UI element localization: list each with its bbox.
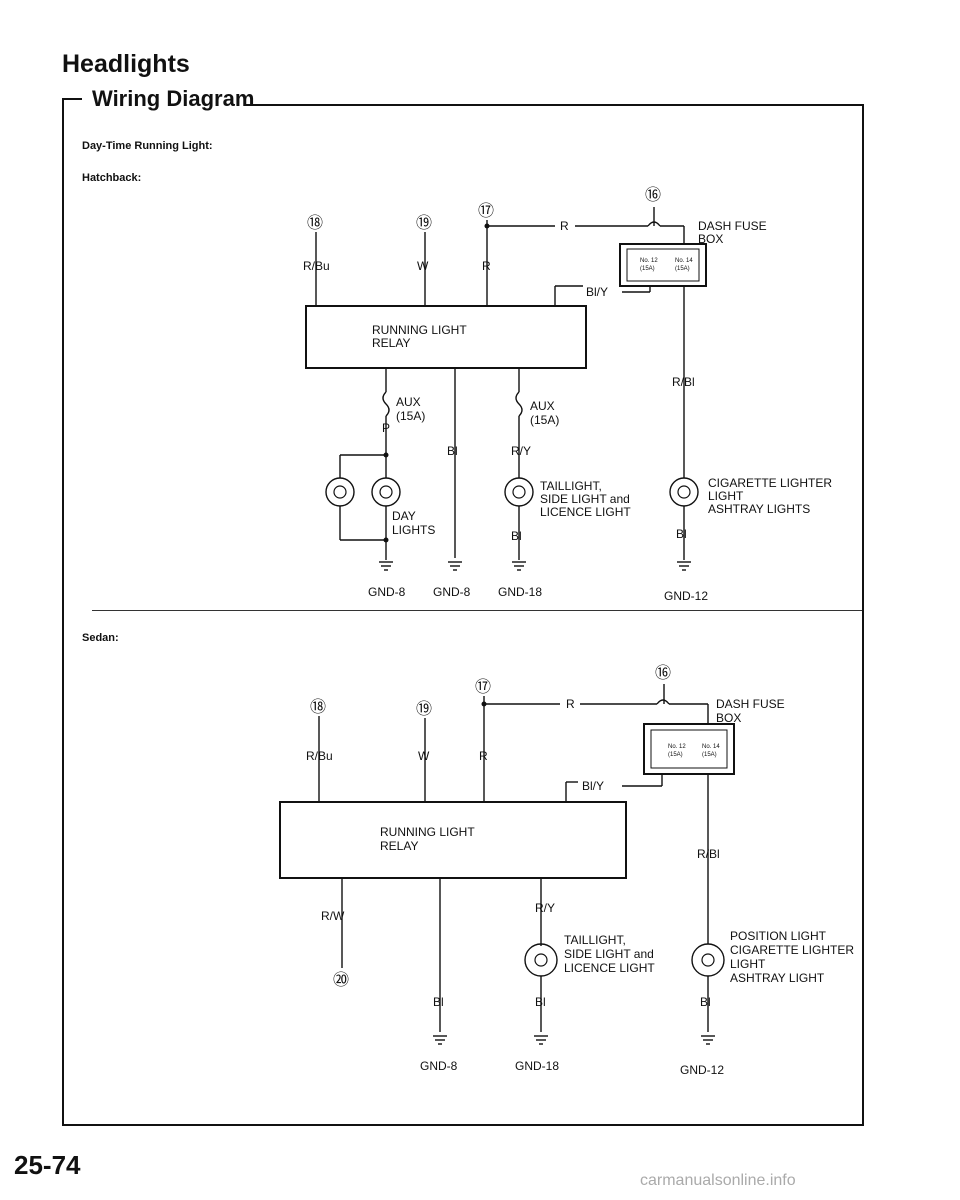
- section-divider: [92, 610, 862, 611]
- page-title: Headlights: [62, 50, 190, 78]
- fuse-box-label: DASH FUSE: [698, 219, 767, 233]
- hatchback-label: Hatchback:: [82, 172, 142, 184]
- wire-label: Bl: [511, 529, 522, 543]
- position-light-label: CIGARETTE LIGHTER: [730, 943, 854, 957]
- page-number: 25-74: [14, 1150, 81, 1180]
- relay-label: RUNNING LIGHT: [380, 825, 475, 839]
- day-lights-label: LIGHTS: [392, 523, 435, 537]
- connector-17: ⑰: [475, 678, 491, 696]
- wire-label: R/Bu: [306, 749, 333, 763]
- fuse-box-label: DASH FUSE: [716, 697, 785, 711]
- wire-label: Bl: [433, 995, 444, 1009]
- taillight-label: LICENCE LIGHT: [540, 505, 631, 519]
- wire-label: Bl: [447, 444, 458, 458]
- taillight-label: TAILLIGHT,: [564, 933, 626, 947]
- wire-label: R/Bl: [672, 375, 695, 389]
- taillight-label: SIDE LIGHT and: [564, 947, 654, 961]
- wire-label: Bl: [535, 995, 546, 1009]
- ground-label: GND-18: [515, 1059, 559, 1073]
- frame-edge: [62, 1124, 864, 1126]
- wire-label: Bl/Y: [586, 285, 608, 299]
- fuse-label: No. 12: [668, 744, 686, 750]
- aux-fuse-label: AUX: [396, 395, 421, 409]
- frame-edge: [62, 98, 82, 100]
- ground-label: GND-18: [498, 585, 542, 599]
- cigarette-label: ASHTRAY LIGHTS: [708, 502, 810, 516]
- ground-label: GND-12: [664, 589, 708, 603]
- fuse-box-label: BOX: [716, 711, 741, 725]
- day-lights-label: DAY: [392, 509, 416, 523]
- ground-label: GND-8: [433, 585, 471, 599]
- taillight-label: SIDE LIGHT and: [540, 492, 630, 506]
- fuse-label: No. 14: [675, 258, 693, 264]
- wire-label: R/Bu: [303, 259, 330, 273]
- cigarette-label: LIGHT: [708, 489, 744, 503]
- relay-label: RELAY: [380, 839, 418, 853]
- wire-label: R: [482, 259, 491, 273]
- fuse-box-label: BOX: [698, 232, 723, 246]
- ground-label: GND-12: [680, 1063, 724, 1077]
- wire-label: P: [382, 421, 390, 435]
- frame-edge: [62, 98, 64, 1124]
- position-light-label: LIGHT: [730, 957, 766, 971]
- wire-label: R/W: [321, 909, 345, 923]
- frame-edge: [862, 104, 864, 1124]
- connector-17: ⑰: [478, 202, 494, 220]
- connector-18: ⑱: [307, 214, 323, 232]
- wire-label: R/Y: [511, 444, 531, 458]
- wire-label: Bl/Y: [582, 779, 604, 793]
- relay-label: RUNNING LIGHT: [372, 323, 467, 337]
- wire-label: W: [417, 259, 429, 273]
- connector-16: ⑯: [655, 664, 671, 682]
- section-subtitle: Wiring Diagram: [92, 86, 255, 111]
- frame-edge: [244, 104, 862, 106]
- connector-19: ⑲: [416, 214, 432, 232]
- aux-fuse-label: (15A): [396, 409, 425, 423]
- wire-label: R/Bl: [697, 847, 720, 861]
- taillight-label: LICENCE LIGHT: [564, 961, 655, 975]
- sedan-label: Sedan:: [82, 632, 119, 644]
- connector-18: ⑱: [310, 698, 326, 716]
- fuse-label: (15A): [668, 752, 683, 758]
- fuse-label: No. 14: [702, 744, 720, 750]
- position-light-label: ASHTRAY LIGHT: [730, 971, 825, 985]
- wire-label: R/Y: [535, 901, 555, 915]
- drl-section-label: Day-Time Running Light:: [82, 140, 213, 152]
- fuse-label: (15A): [702, 752, 717, 758]
- wire-label: R: [479, 749, 488, 763]
- fuse-label: (15A): [675, 266, 690, 272]
- wire-label: W: [418, 749, 430, 763]
- aux-fuse-label: AUX: [530, 399, 555, 413]
- fuse-label: (15A): [640, 266, 655, 272]
- wire-label: Bl: [700, 995, 711, 1009]
- fuse-label: No. 12: [640, 258, 658, 264]
- taillight-label: TAILLIGHT,: [540, 479, 602, 493]
- connector-16: ⑯: [645, 186, 661, 204]
- wire-label: R: [560, 219, 569, 233]
- position-light-label: POSITION LIGHT: [730, 929, 827, 943]
- connector-19: ⑲: [416, 700, 432, 718]
- cigarette-label: CIGARETTE LIGHTER: [708, 476, 832, 490]
- ground-label: GND-8: [420, 1059, 458, 1073]
- aux-fuse-label: (15A): [530, 413, 559, 427]
- relay-label: RELAY: [372, 336, 410, 350]
- watermark: carmanualsonline.info: [640, 1172, 796, 1189]
- wire-label: Bl: [676, 527, 687, 541]
- ground-label: GND-8: [368, 585, 406, 599]
- wire-label: R: [566, 697, 575, 711]
- connector-20: ⑳: [333, 971, 349, 989]
